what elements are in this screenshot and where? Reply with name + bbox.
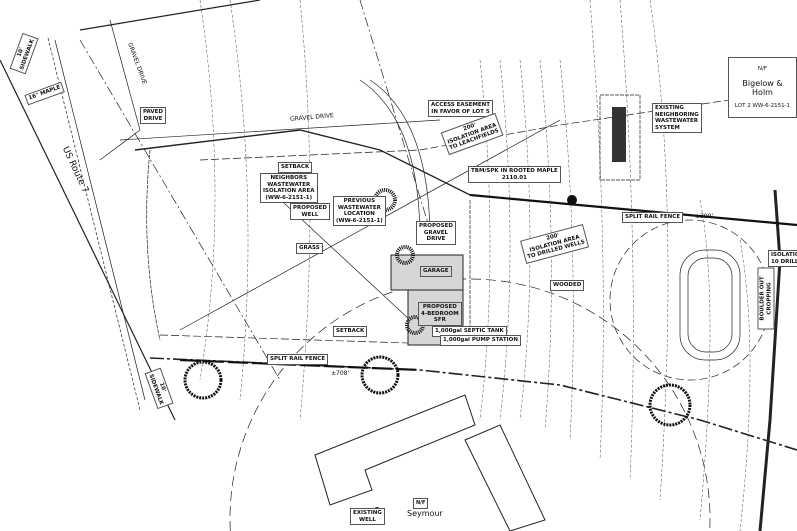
label-access-easement: ACCESS EASEMENT IN FAVOR OF LOT 5 (428, 100, 493, 117)
label-boulder: BOULDER OUT CROPPING (757, 267, 775, 330)
label-neighbor-bottom: N/F Seymour (407, 498, 443, 518)
nf-top: N/F (757, 65, 768, 72)
isolation-line (359, 0, 431, 231)
tree-line (146, 149, 161, 341)
owner-top: Bigelow & Holm (742, 78, 783, 97)
label-proposed-well: PROPOSED WELL (290, 203, 330, 220)
existing-leachfield (612, 107, 626, 162)
label-pump-station: 1,000gal PUMP STATION (440, 335, 521, 346)
label-setback-top: SETBACK (278, 162, 313, 173)
owner-bottom: Seymour (407, 508, 443, 518)
label-setback-bottom: SETBACK (333, 326, 368, 337)
tbm-maple-icon (567, 195, 577, 205)
label-split-rail-right: SPLIT RAIL FENCE (622, 212, 684, 223)
fence-line (469, 193, 797, 227)
label-neighbor-top: N/F Bigelow & Holm LOT 2 WW-6-2151-1 (728, 57, 797, 118)
route-edge (54, 39, 146, 401)
leachfield-mound (679, 249, 741, 361)
label-existing-system: EXISTING NEIGHBORING WASTEWATER SYSTEM (652, 103, 702, 133)
driveway-curve (369, 79, 431, 241)
label-garage: GARAGE (420, 266, 452, 277)
property-line (79, 0, 261, 31)
label-grass: GRASS (296, 243, 323, 254)
label-previous-wastewater: PREVIOUS WASTEWATER LOCATION (WW-6-2151-… (333, 196, 386, 226)
route-edge (47, 37, 141, 411)
label-proposed-house: PROPOSED 4-BEDROOM SFR (418, 302, 462, 326)
label-isolation-right: ISOLATION 10 DRILL (768, 250, 797, 267)
isolation-line (79, 39, 281, 381)
route-edge (0, 59, 176, 421)
existing-house (314, 394, 476, 506)
gravel-drive (99, 19, 141, 161)
existing-house (464, 424, 546, 531)
label-split-rail-left: SPLIT RAIL FENCE (267, 354, 329, 365)
label-wooded: WOODED (550, 280, 585, 291)
contour-lines (199, 0, 751, 531)
driveway-curve (359, 79, 421, 241)
isolation-radius (229, 278, 711, 531)
label-existing-well: EXISTING WELL (350, 508, 385, 525)
label-distance-left: ±708' (331, 370, 350, 377)
label-distance-right: ±399' (695, 213, 714, 220)
lot-top: LOT 2 WW-6-2151-1 (734, 103, 791, 109)
label-tbm: TBM/SPK IN ROOTED MAPLE 2110.01 (468, 166, 561, 183)
nf-bottom: N/F (413, 498, 429, 509)
label-neighbors-isolation: NEIGHBORS WASTEWATER ISOLATION AREA (WW-… (260, 173, 318, 203)
isolation-radius (609, 219, 771, 381)
trees (183, 188, 692, 427)
label-paved-drive: PAVED DRIVE (140, 107, 166, 124)
boulder-outcrop (758, 189, 782, 531)
fence-line (179, 358, 421, 372)
gravel-drive (119, 119, 441, 141)
tree-line (599, 94, 641, 181)
label-proposed-gravel-drive: PROPOSED GRAVEL DRIVE (416, 221, 456, 245)
